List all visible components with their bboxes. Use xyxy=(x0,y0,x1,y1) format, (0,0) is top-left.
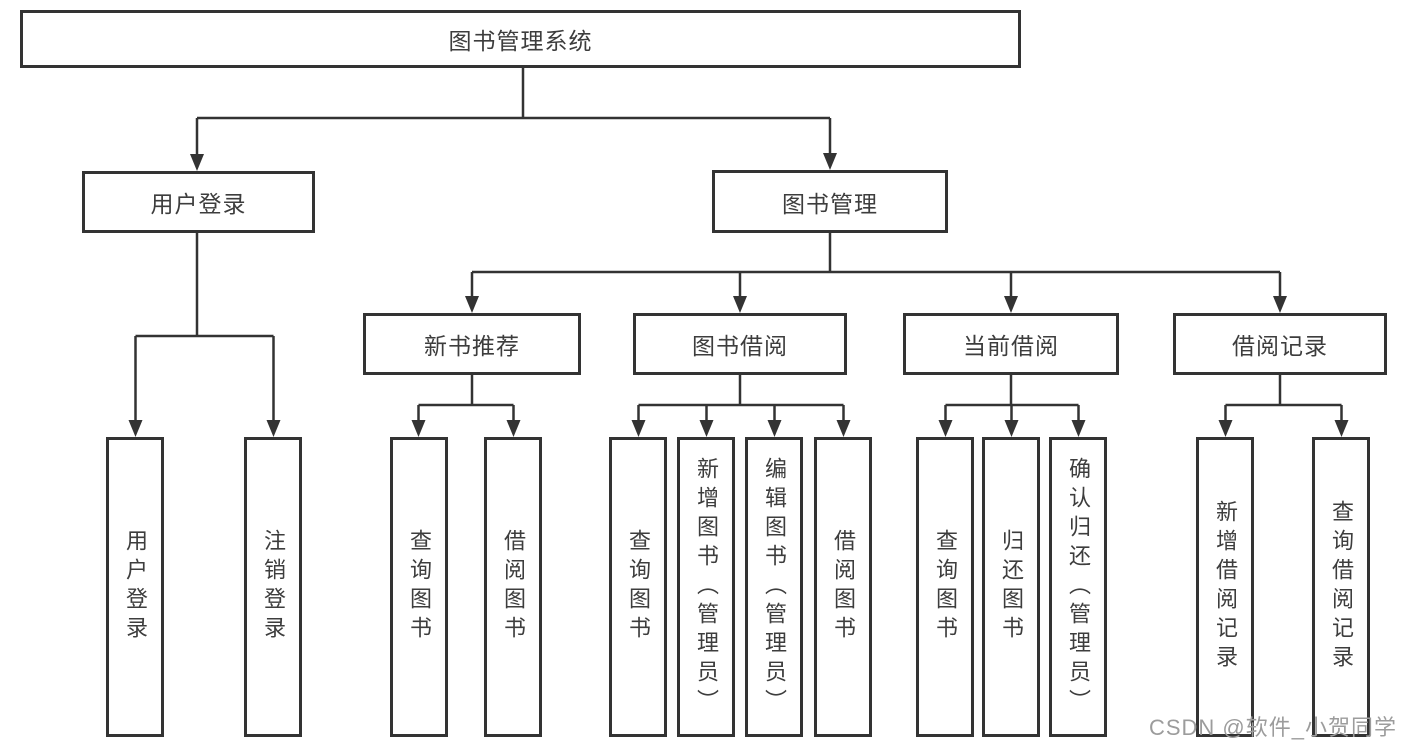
node-book-management: 图书管理 xyxy=(712,170,948,233)
leaf-label: 注销登录 xyxy=(261,529,286,645)
leaf-label: 借阅图书 xyxy=(831,529,856,645)
watermark: CSDN @软件_小贺同学 xyxy=(1148,715,1397,740)
leaf-label: 新增借阅记录 xyxy=(1213,500,1238,674)
connector-bookborrow-to-leaves xyxy=(637,375,845,421)
arrowheads xyxy=(128,153,1349,437)
connector-newbook-to-leaves xyxy=(417,375,515,421)
leaf-borrow-books-2: 借阅图书 xyxy=(814,437,872,737)
leaf-label: 编辑图书（管理员） xyxy=(762,456,787,718)
leaf-user-login: 用户登录 xyxy=(106,437,164,737)
leaf-label: 查询图书 xyxy=(407,529,432,645)
leaf-return-books: 归还图书 xyxy=(982,437,1040,737)
leaf-label: 用户登录 xyxy=(123,529,148,645)
leaf-label: 借阅图书 xyxy=(501,529,526,645)
leaf-edit-books-admin: 编辑图书（管理员） xyxy=(745,437,803,737)
leaf-confirm-return-admin: 确认归还（管理员） xyxy=(1049,437,1107,737)
connector-bookmgmt-to-level3 xyxy=(470,233,1282,297)
node-borrow-records: 借阅记录 xyxy=(1173,313,1387,375)
leaf-query-books-2: 查询图书 xyxy=(609,437,667,737)
node-new-book-recommend: 新书推荐 xyxy=(363,313,581,375)
connector-root-to-level2 xyxy=(195,68,832,154)
node-current-borrow: 当前借阅 xyxy=(903,313,1119,375)
leaf-label: 查询借阅记录 xyxy=(1329,500,1354,674)
leaf-add-borrow-record: 新增借阅记录 xyxy=(1196,437,1254,737)
leaf-label: 查询图书 xyxy=(626,529,651,645)
connector-records-to-leaves xyxy=(1224,375,1343,421)
node-book-borrow: 图书借阅 xyxy=(633,313,847,375)
node-root-system: 图书管理系统 xyxy=(20,10,1021,68)
leaf-query-books-1: 查询图书 xyxy=(390,437,448,737)
node-user-login: 用户登录 xyxy=(82,171,315,233)
leaf-label: 归还图书 xyxy=(999,529,1024,645)
leaf-label: 新增图书（管理员） xyxy=(694,456,719,718)
leaf-label: 确认归还（管理员） xyxy=(1066,456,1091,718)
leaf-borrow-books-1: 借阅图书 xyxy=(484,437,542,737)
leaf-label: 查询图书 xyxy=(933,529,958,645)
connector-userlogin-to-leaves xyxy=(134,233,275,421)
leaf-query-borrow-record: 查询借阅记录 xyxy=(1312,437,1370,737)
leaf-add-books-admin: 新增图书（管理员） xyxy=(677,437,735,737)
leaf-query-books-3: 查询图书 xyxy=(916,437,974,737)
connector-currentborrow-to-leaves xyxy=(944,375,1080,421)
leaf-logout: 注销登录 xyxy=(244,437,302,737)
